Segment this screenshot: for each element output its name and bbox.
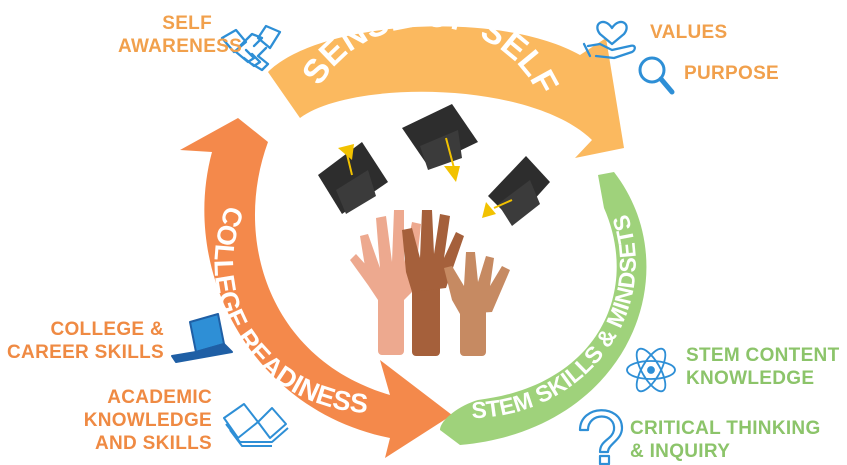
- college-career-line-2: CAREER SKILLS: [7, 342, 164, 363]
- critical-thinking-line-1: CRITICAL THINKING: [630, 418, 821, 439]
- left-segment-label: COLLEGE READINESS: [208, 203, 369, 419]
- academic-label: ACADEMIC KNOWLEDGE AND SKILLS: [60, 386, 212, 455]
- self-awareness-label: SELF AWARENESS: [118, 12, 243, 58]
- values-label: VALUES: [650, 22, 728, 43]
- atom-icon: [626, 347, 676, 393]
- academic-line-3: AND SKILLS: [95, 433, 212, 454]
- academic-line-1: ACADEMIC: [107, 387, 212, 408]
- right-segment-label: STEM SKILLS & MINDSETS: [471, 212, 641, 423]
- heart-hand-icon: [582, 20, 636, 60]
- left-segment: [180, 118, 452, 458]
- academic-line-2: KNOWLEDGE: [83, 410, 212, 431]
- college-career-label: COLLEGE & CAREER SKILLS: [6, 318, 164, 364]
- graduation-cap-icon: [482, 156, 550, 226]
- question-icon: [578, 409, 624, 465]
- college-career-line-1: COLLEGE &: [50, 319, 164, 340]
- graduation-cap-icon: [318, 142, 388, 214]
- magnifier-icon: [638, 56, 675, 95]
- self-awareness-line-1: SELF: [162, 13, 212, 34]
- right-segment: [440, 172, 647, 445]
- open-book-icon: [223, 403, 289, 447]
- raised-hand-icon: [350, 210, 421, 355]
- stem-content-line-2: KNOWLEDGE: [686, 368, 815, 389]
- critical-thinking-line-2: & INQUIRY: [630, 441, 731, 462]
- critical-thinking-label: CRITICAL THINKING & INQUIRY: [630, 417, 821, 463]
- laptop-icon: [171, 313, 233, 363]
- raised-hand-icon: [444, 252, 510, 356]
- self-awareness-line-2: AWARENESS: [118, 36, 243, 57]
- stem-content-label: STEM CONTENT KNOWLEDGE: [686, 344, 840, 390]
- purpose-label: PURPOSE: [684, 63, 780, 84]
- stem-content-line-1: STEM CONTENT: [686, 345, 840, 366]
- handshake-icon: [220, 24, 282, 72]
- graduation-cap-icon: [402, 104, 478, 182]
- top-segment: [268, 26, 624, 159]
